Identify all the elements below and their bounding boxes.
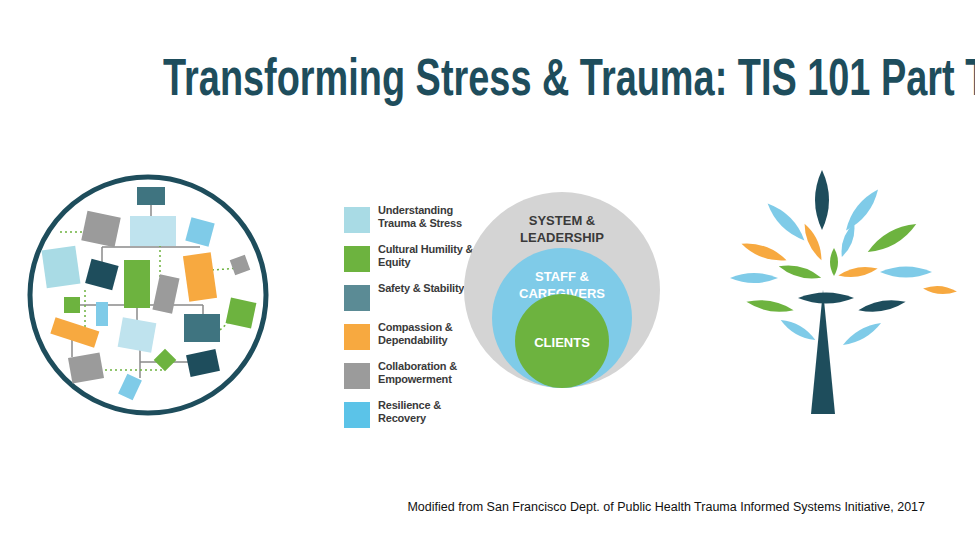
circle-label: SYSTEM & LEADERSHIP xyxy=(507,212,617,246)
leaf xyxy=(838,264,879,280)
leaf xyxy=(923,285,958,296)
block xyxy=(152,274,179,313)
legend-label: Cultural Humility & Equity xyxy=(378,243,474,269)
leaf xyxy=(865,218,920,257)
legend-swatch xyxy=(344,207,370,233)
connector-lines xyxy=(72,205,205,378)
block xyxy=(137,187,165,205)
legend-swatch xyxy=(344,324,370,350)
title-container: Transforming Stress & Trauma: TIS 101 Pa… xyxy=(0,46,975,108)
circle-fill xyxy=(492,248,632,388)
tree-leaves xyxy=(730,170,957,349)
block xyxy=(64,297,80,313)
leaf xyxy=(815,170,829,230)
tree-illustration xyxy=(730,170,957,414)
systems-circle-illustration xyxy=(30,177,266,413)
circle-node: SYSTEM & LEADERSHIPSTAFF & CAREGIVERSCLI… xyxy=(464,192,660,388)
circle-node: STAFF & CAREGIVERSCLIENTS xyxy=(492,248,632,388)
line xyxy=(150,205,152,216)
tree-trunk xyxy=(811,290,835,414)
block xyxy=(118,374,142,401)
block xyxy=(130,216,176,246)
leaf xyxy=(798,293,854,304)
legend-label: Compassion & Dependability xyxy=(378,321,474,347)
block xyxy=(230,255,251,276)
block xyxy=(185,217,214,246)
leaf xyxy=(730,273,778,283)
leaf xyxy=(745,297,794,315)
leaf xyxy=(800,222,825,262)
legend-swatch xyxy=(344,285,370,311)
leaf xyxy=(777,261,822,282)
leaf xyxy=(857,297,906,315)
block xyxy=(42,246,81,288)
legend-label: Understanding Trauma & Stress xyxy=(378,204,474,230)
circle-fill xyxy=(464,192,660,388)
leaf xyxy=(763,199,808,244)
legend-label: Resilience & Recovery xyxy=(378,399,474,425)
block xyxy=(183,252,217,301)
leaf xyxy=(841,186,882,234)
line xyxy=(139,350,141,378)
block xyxy=(124,260,150,308)
circle-label: CLIENTS xyxy=(522,334,602,351)
block xyxy=(186,349,220,377)
block xyxy=(85,259,119,290)
block xyxy=(81,211,120,247)
legend-entry: Collaboration & Empowerment xyxy=(344,360,494,392)
legend-swatch xyxy=(344,402,370,428)
leaf xyxy=(841,319,884,349)
outer-ring xyxy=(30,177,266,413)
legend-swatch xyxy=(344,363,370,389)
legend-entry: Understanding Trauma & Stress xyxy=(344,204,494,236)
block xyxy=(226,298,257,329)
block xyxy=(68,352,104,383)
block xyxy=(50,317,99,347)
circle-fill xyxy=(515,294,609,388)
leaf xyxy=(740,239,789,266)
leaf xyxy=(830,248,838,276)
source-caption: Modified from San Francisco Dept. of Pub… xyxy=(407,500,925,514)
line xyxy=(102,246,200,248)
legend-label: Safety & Stability xyxy=(378,282,474,295)
dotted-links xyxy=(60,232,240,370)
dotted-line xyxy=(100,369,165,371)
legend-entry: Resilience & Recovery xyxy=(344,399,494,431)
legend-label: Collaboration & Empowerment xyxy=(378,360,474,386)
block xyxy=(118,317,157,352)
line xyxy=(71,340,73,357)
circle-node: CLIENTS xyxy=(515,294,609,388)
diagram-title: Transforming Stress & Trauma: TIS 101 Pa… xyxy=(163,46,975,108)
line xyxy=(101,247,103,262)
block xyxy=(184,314,220,342)
leaf xyxy=(838,222,859,259)
leaf xyxy=(778,316,817,344)
block xyxy=(96,302,108,326)
leaf xyxy=(880,267,932,278)
legend-swatch xyxy=(344,246,370,272)
block xyxy=(154,349,177,372)
